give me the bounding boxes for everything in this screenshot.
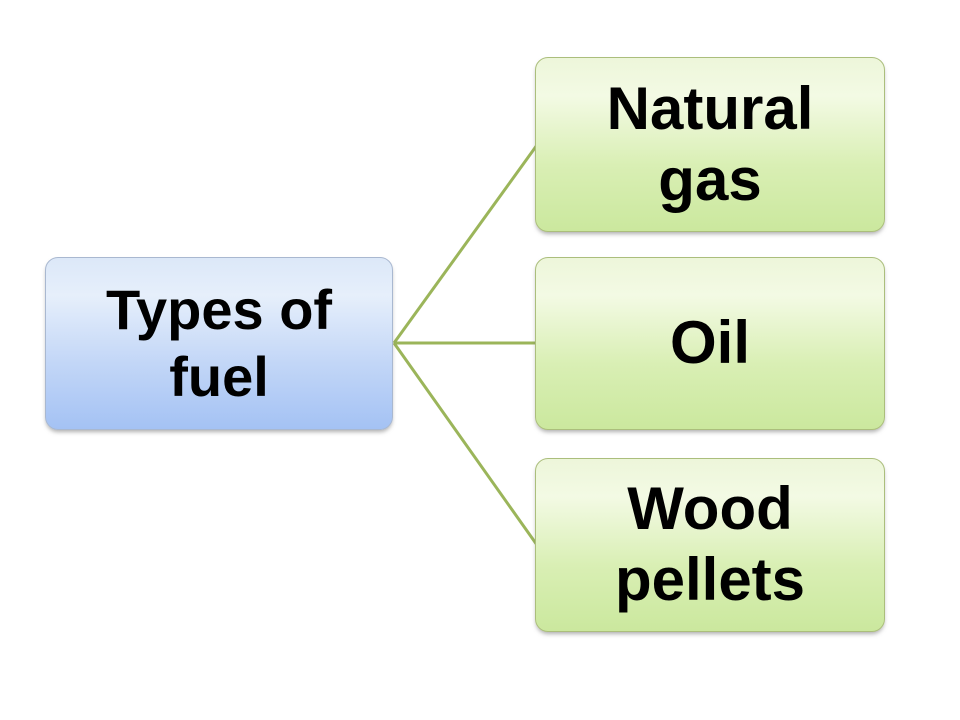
connector-root-to-wood-pellets — [392, 342, 539, 546]
diagram-node-natural-gas: Natural gas — [535, 57, 885, 232]
node-label-types-of-fuel: Types of fuel — [105, 278, 333, 408]
diagram-node-oil: Oil — [535, 257, 885, 430]
node-label-natural-gas: Natural gas — [606, 74, 814, 213]
node-label-wood-pellets: Wood pellets — [614, 475, 806, 613]
diagram-node-wood-pellets: Wood pellets — [535, 458, 885, 632]
diagram-node-types-of-fuel: Types of fuel — [45, 257, 393, 430]
connector-root-to-natural-gas — [392, 144, 539, 344]
node-label-oil: Oil — [669, 309, 750, 377]
